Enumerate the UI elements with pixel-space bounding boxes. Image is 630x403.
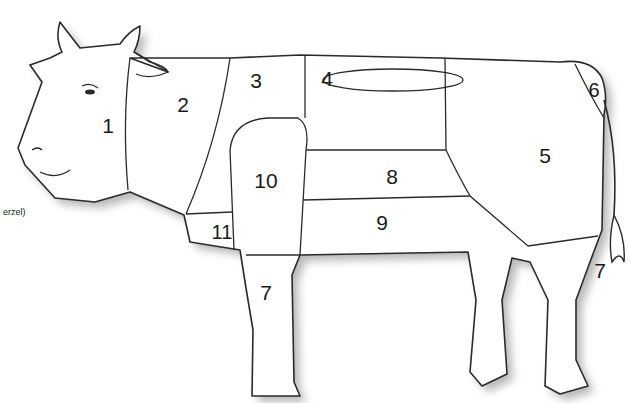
callout-number: 7 [260,282,272,303]
cut-lines [125,56,604,255]
callout-number: 11 [212,222,233,242]
callout-number: 6 [588,80,599,100]
callout-number: 2 [177,94,189,115]
callout-number: 9 [376,212,388,233]
callout-number: 10 [254,170,277,191]
callout-number: 3 [250,70,262,91]
callout-number: 5 [539,145,551,166]
callout-number: 1 [102,115,114,136]
callout-number: 7 [594,260,606,281]
callout-number: 8 [386,166,398,187]
cow-outline [18,22,624,402]
caption-fragment: erzel) [3,208,26,217]
callout-number: 4 [321,68,333,89]
